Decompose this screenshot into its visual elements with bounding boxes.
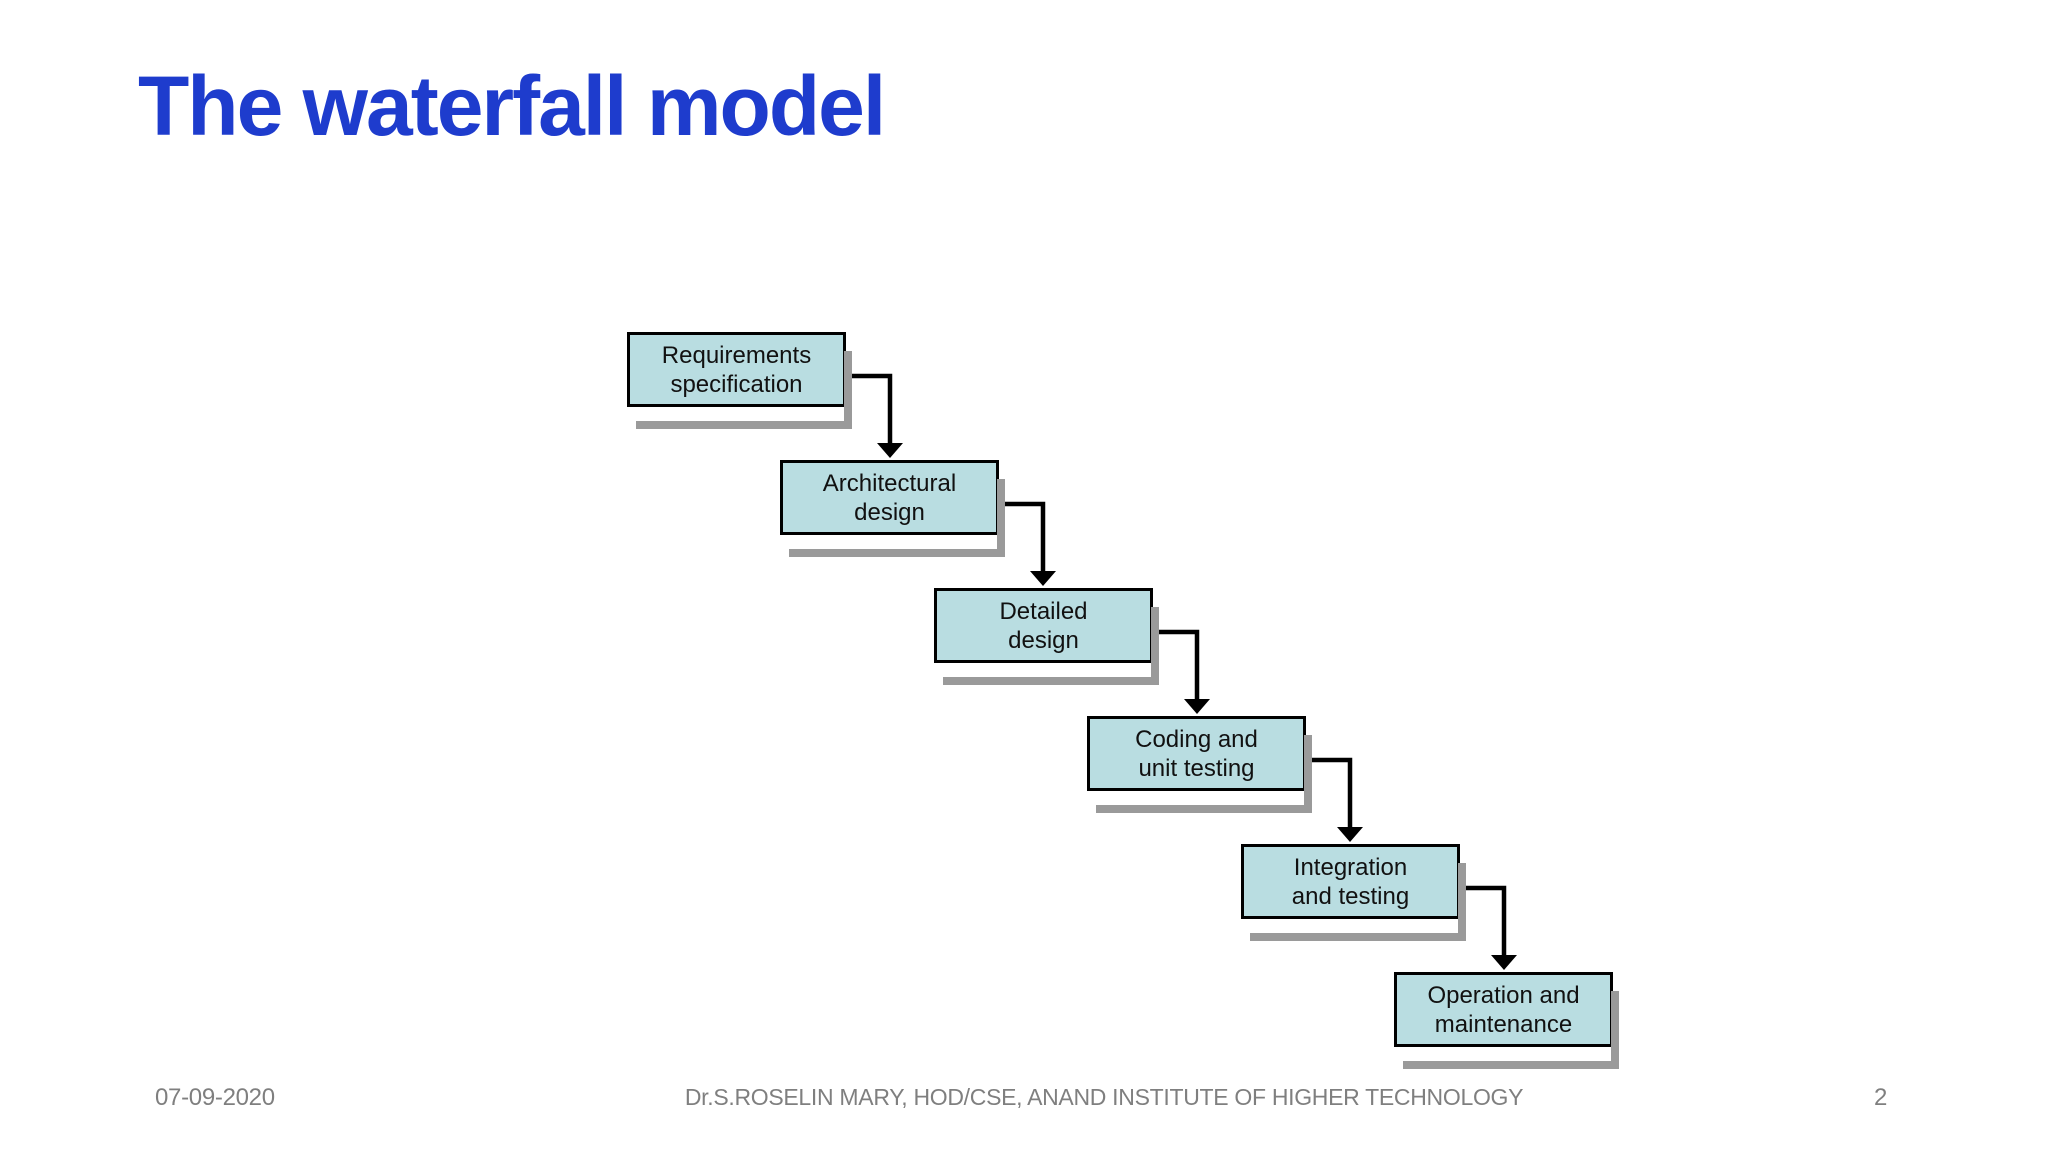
flow-box-requirements-specification: Requirements specification bbox=[627, 332, 852, 429]
connector-line bbox=[999, 501, 1046, 572]
connector-arrowhead-icon bbox=[1184, 699, 1210, 714]
flow-box-integration-testing: Integration and testing bbox=[1241, 844, 1466, 941]
flow-box-architectural-design: Architectural design bbox=[780, 460, 1005, 557]
connector-arrowhead-icon bbox=[1030, 571, 1056, 586]
connector-arrowhead-icon bbox=[877, 443, 903, 458]
footer-page-number: 2 bbox=[1874, 1084, 1888, 1111]
flow-box-coding-unit-testing: Coding and unit testing bbox=[1087, 716, 1312, 813]
connector-arrowhead-icon bbox=[1491, 955, 1517, 970]
slide-title: The waterfall model bbox=[138, 59, 886, 153]
connector-line bbox=[1153, 629, 1200, 700]
connector-arrowhead-icon bbox=[1337, 827, 1363, 842]
connector-line bbox=[846, 373, 893, 444]
flow-box-detailed-design: Detailed design bbox=[934, 588, 1159, 685]
footer-credit: Dr.S.ROSELIN MARY, HOD/CSE, ANAND INSTIT… bbox=[684, 1084, 1524, 1110]
connector-line bbox=[1306, 757, 1353, 828]
connector-line bbox=[1460, 885, 1507, 956]
footer-date: 07-09-2020 bbox=[155, 1084, 275, 1111]
flow-box-operation-maintenance: Operation and maintenance bbox=[1394, 972, 1619, 1069]
